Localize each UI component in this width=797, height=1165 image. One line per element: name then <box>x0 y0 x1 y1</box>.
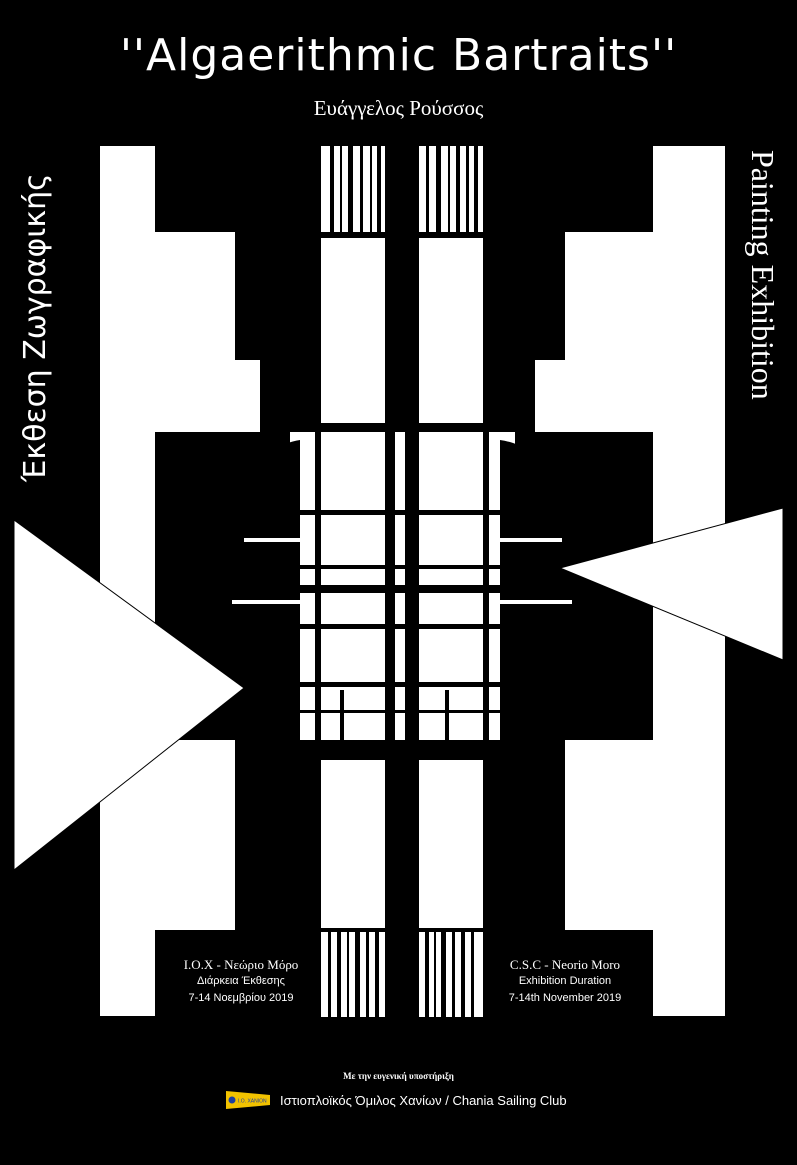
flag-logo-text: I.O. XANION <box>238 1099 267 1105</box>
support-note: Με την ευγενική υποστήριξη <box>343 1071 454 1081</box>
venue-english-duration-label: Exhibition Duration <box>518 975 612 987</box>
vertical-title-greek: Έκθεση Ζωγραφικής <box>18 173 53 482</box>
artist-name: Ευάγγελος Ρούσσος <box>313 96 484 120</box>
sponsor-name: Ιστιοπλοϊκός Όμιλος Χανίων / Chania Sail… <box>280 1092 567 1108</box>
poster-title: ''Algaerithmic Bartraits'' <box>119 30 678 81</box>
venue-greek-dates: 7-14 Νοεμβρίου 2019 <box>188 992 294 1004</box>
sailing-club-flag-icon: I.O. XANION <box>226 1091 270 1109</box>
sponsor: I.O. XANION Ιστιοπλοϊκός Όμιλος Χανίων /… <box>226 1089 567 1111</box>
venue-english-name: C.S.C - Neorio Moro <box>509 957 621 972</box>
venue-greek-duration-label: Διάρκεια Έκθεσης <box>197 975 285 987</box>
venue-english: C.S.C - Neorio Moro Exhibition Duration … <box>480 956 650 1007</box>
venue-english-dates: 7-14th November 2019 <box>508 992 622 1004</box>
venue-greek: Ι.Ο.Χ - Νεώριο Μόρο Διάρκεια Έκθεσης 7-1… <box>156 956 326 1007</box>
vertical-title-english: Painting Exhibition <box>745 150 781 400</box>
venue-greek-name: Ι.Ο.Χ - Νεώριο Μόρο <box>183 957 299 972</box>
